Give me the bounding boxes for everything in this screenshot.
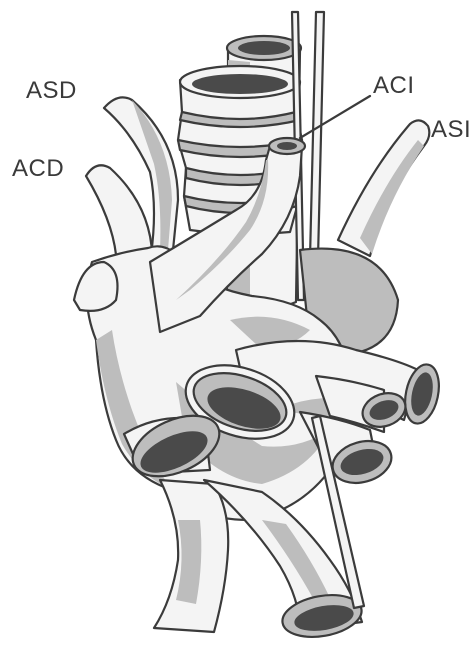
aci-leader-line (300, 96, 370, 138)
aci-label: ACI (373, 74, 415, 98)
right-atrial-appendage (74, 262, 118, 311)
asd-label: ASD (26, 79, 77, 103)
left-subclavian-artery (338, 120, 429, 256)
asi-label: ASI (431, 118, 471, 142)
acd-label: ACD (12, 157, 64, 181)
